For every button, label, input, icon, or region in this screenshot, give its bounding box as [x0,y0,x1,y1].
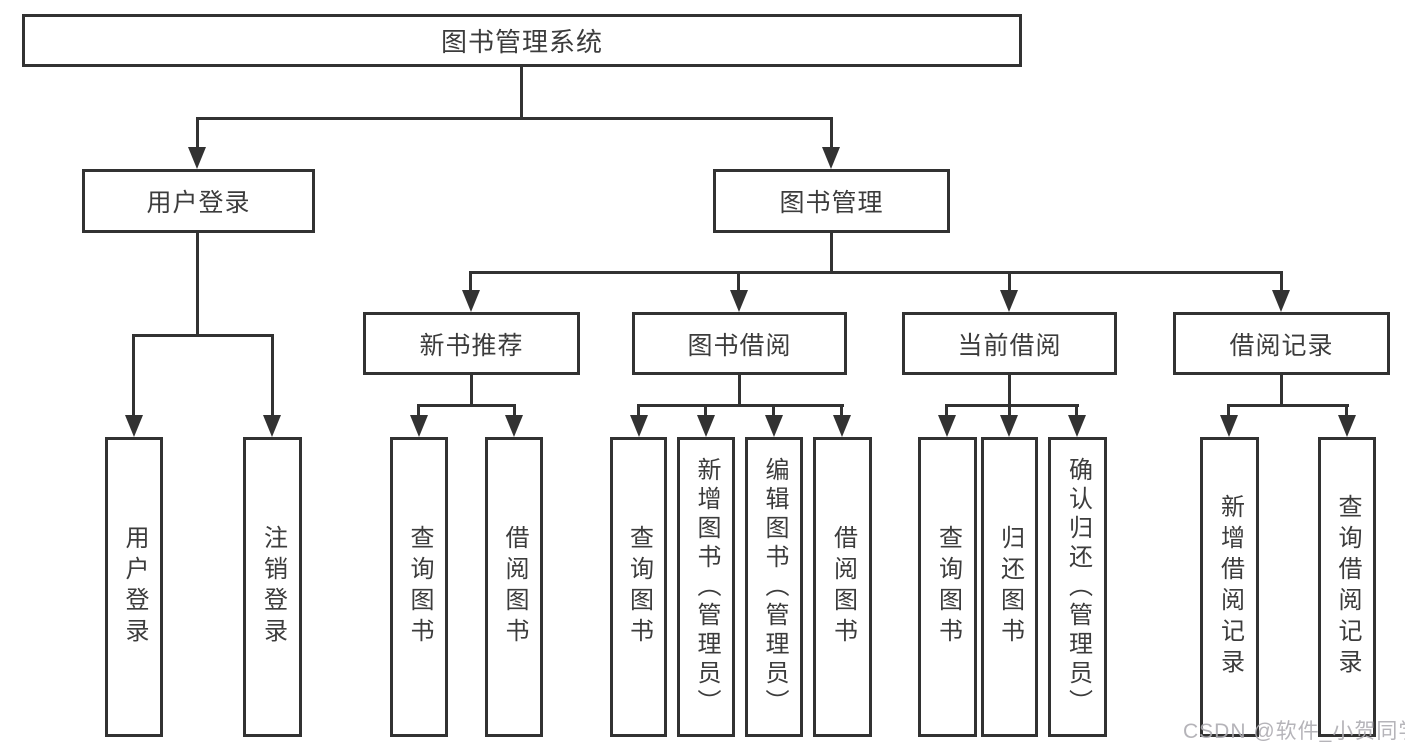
leaf-add-book-admin: 新增图书（管理员） [677,437,735,737]
leaf-query-books-recommend: 查询图书 [390,437,448,737]
connector-line [470,375,473,406]
connector-line [1227,404,1230,420]
connector-line [945,404,948,420]
arrow-down-icon [730,290,748,312]
leaf-edit-book-admin: 编辑图书（管理员） [745,437,803,737]
leaf-confirm-return-admin: 确认归还（管理员） [1048,437,1107,737]
arrow-down-icon [697,415,715,437]
arrow-down-icon [1000,415,1018,437]
leaf-query-books-borrow: 查询图书 [610,437,667,737]
connector-line [133,334,274,337]
arrow-down-icon [822,147,840,169]
arrow-down-icon [263,415,281,437]
connector-line [470,271,1283,274]
connector-line [196,117,832,120]
connector-line [196,117,199,152]
arrow-down-icon [505,415,523,437]
arrow-down-icon [188,147,206,169]
arrow-down-icon [1220,415,1238,437]
connector-line [772,404,775,420]
connector-line [840,404,843,420]
connector-line [1008,271,1011,295]
leaf-borrow-books: 借阅图书 [813,437,872,737]
connector-line [132,334,135,420]
leaf-query-borrow-record: 查询借阅记录 [1318,437,1376,737]
arrow-down-icon [765,415,783,437]
arrow-down-icon [833,415,851,437]
node-book-borrow: 图书借阅 [632,312,847,375]
connector-line [196,233,199,336]
connector-line [1227,404,1349,407]
connector-line [1280,271,1283,295]
connector-line [1008,404,1011,420]
leaf-borrow-books-recommend: 借阅图书 [485,437,543,737]
node-root: 图书管理系统 [22,14,1022,67]
connector-line [1345,404,1348,420]
arrow-down-icon [1272,290,1290,312]
connector-line [271,334,274,420]
node-current-borrow: 当前借阅 [902,312,1117,375]
connector-line [469,271,472,295]
connector-line [417,404,420,420]
arrow-down-icon [1068,415,1086,437]
leaf-logout-login: 注销登录 [243,437,302,737]
leaf-query-books-current: 查询图书 [918,437,977,737]
node-new-book-recommend: 新书推荐 [363,312,580,375]
connector-line [637,404,844,407]
connector-line [737,271,740,295]
connector-line [1280,375,1283,406]
node-book-management: 图书管理 [713,169,950,233]
connector-line [637,404,640,420]
connector-line [830,233,833,273]
leaf-add-borrow-record: 新增借阅记录 [1200,437,1259,737]
connector-line [1008,375,1011,406]
leaf-return-books: 归还图书 [981,437,1038,737]
node-borrow-records: 借阅记录 [1173,312,1390,375]
connector-line [520,67,523,120]
node-user-login: 用户登录 [82,169,315,233]
arrow-down-icon [462,290,480,312]
arrow-down-icon [125,415,143,437]
connector-line [513,404,516,420]
arrow-down-icon [410,415,428,437]
csdn-watermark: CSDN @软件_小贺同学 [1183,720,1405,743]
leaf-user-login: 用户登录 [105,437,163,737]
arrow-down-icon [1338,415,1356,437]
connector-line [418,404,516,407]
connector-line [1075,404,1078,420]
connector-line [738,375,741,406]
connector-line [830,117,833,152]
arrow-down-icon [1000,290,1018,312]
connector-line [945,404,1079,407]
arrow-down-icon [630,415,648,437]
connector-line [704,404,707,420]
arrow-down-icon [938,415,956,437]
